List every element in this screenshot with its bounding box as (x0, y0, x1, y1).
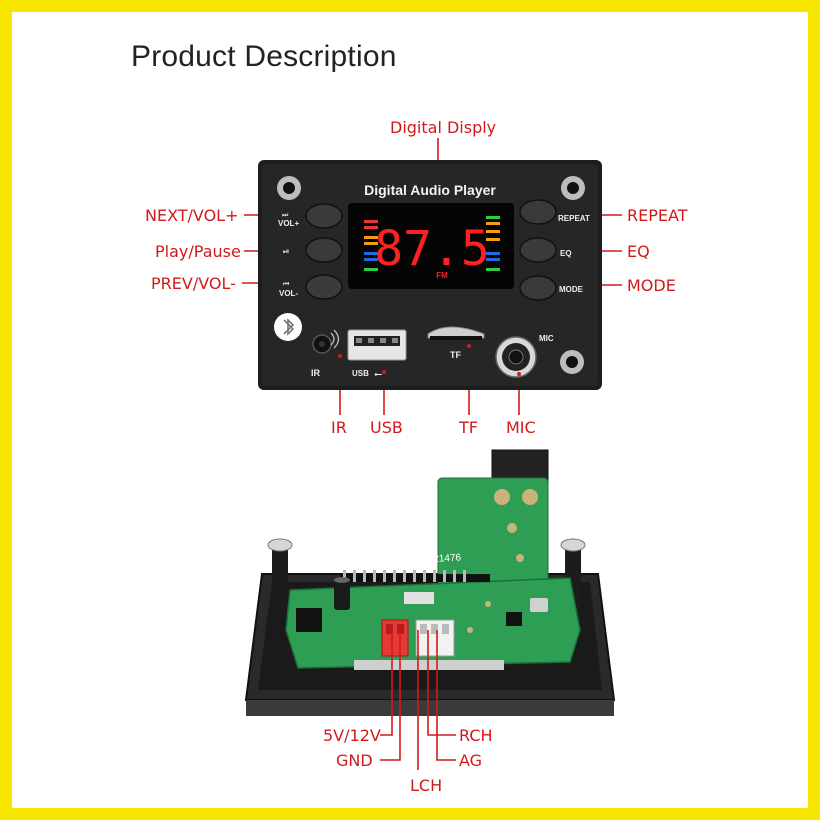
bluetooth-icon (274, 313, 302, 341)
label-ag-pin: AG (459, 751, 483, 770)
next-vol-up-button[interactable]: ⏭ VOL+ (278, 203, 343, 229)
usb-print: USB (352, 369, 369, 378)
mic-print: MIC (539, 334, 554, 343)
ir-print: IR (311, 368, 321, 378)
jack-daughter-board (437, 449, 549, 591)
mode-print: MODE (559, 285, 584, 294)
label-play-pause: Play/Pause (155, 242, 241, 261)
label-mic: MIC (506, 418, 536, 437)
tf-print: TF (450, 350, 461, 360)
mounting-holes (277, 176, 585, 374)
label-prev-vol: PREV/VOL- (151, 274, 236, 293)
label-lch-pin: LCH (410, 776, 443, 795)
eq-print: EQ (560, 249, 572, 258)
usb-symbol-icon: ⭠ (374, 369, 382, 380)
label-usb: USB (370, 418, 403, 437)
prev-vol-down-button[interactable]: ⏮ VOL- (279, 274, 343, 300)
label-next-vol: NEXT/VOL+ (145, 206, 239, 225)
vol-minus-print: VOL- (279, 289, 298, 298)
prev-track-icon: ⏮ (283, 280, 289, 288)
audio-terminal (415, 619, 455, 657)
label-rch-pin: RCH (459, 726, 493, 745)
display-reading: 87.5 (374, 221, 490, 277)
ir-receiver: IR (311, 329, 340, 378)
power-terminal (381, 619, 409, 657)
repeat-print: REPEAT (558, 214, 590, 223)
label-digital-display: Digital Disply (390, 118, 497, 137)
display-unit: FM (436, 271, 448, 280)
next-track-icon: ⏭ (282, 211, 289, 219)
mic-jack[interactable]: MIC (495, 334, 554, 378)
repeat-button[interactable]: REPEAT (519, 199, 590, 225)
vol-plus-print: VOL+ (278, 219, 299, 228)
standoff-screws (267, 538, 586, 614)
device-title: Digital Audio Player (364, 182, 496, 198)
display-eq-bars-left (364, 220, 378, 271)
board-components (296, 577, 548, 633)
page-title: Product Description (131, 40, 397, 73)
eq-button[interactable]: EQ (519, 237, 572, 263)
digital-display (348, 203, 514, 289)
label-tf: TF (459, 418, 478, 437)
label-ir: IR (331, 418, 347, 437)
label-gnd-pin: GND (336, 751, 373, 770)
pin-callout-lines (380, 630, 456, 770)
label-mode: MODE (627, 276, 676, 295)
display-eq-bars-right (486, 216, 500, 271)
tf-card-slot[interactable]: TF (427, 326, 485, 360)
play-pause-button[interactable]: ⏯ (283, 237, 343, 263)
play-pause-icon: ⏯ (283, 247, 289, 256)
usb-port[interactable]: USB ⭠ (347, 329, 407, 380)
label-eq: EQ (627, 242, 650, 261)
mode-button[interactable]: MODE (519, 275, 584, 301)
label-power-pin: 5V/12V (323, 726, 381, 745)
pin-header (340, 570, 490, 582)
label-repeat: REPEAT (627, 206, 688, 225)
